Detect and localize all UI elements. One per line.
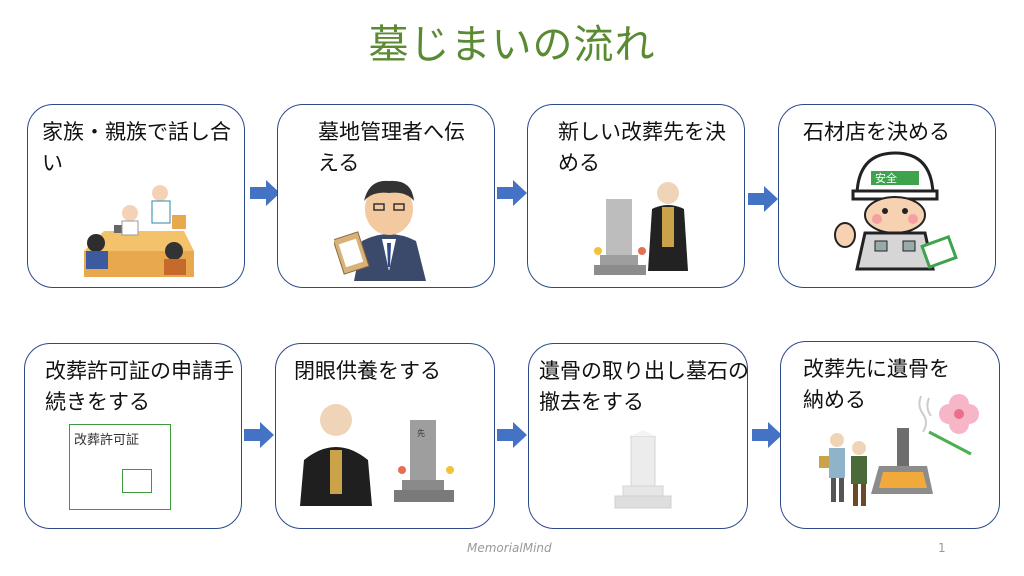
manager-illustration: [334, 180, 426, 281]
step-card-5: 改葬許可証の申請手続きをする 改葬許可証: [24, 343, 242, 529]
step-card-4: 石材店を決める 安全: [778, 104, 996, 288]
step-label: 新しい改葬先を決める: [558, 120, 726, 175]
step-label: 家族・親族で話し合い: [42, 120, 231, 175]
helmet-text: 安全: [875, 171, 897, 185]
step-card-3: 新しい改葬先を決める: [527, 104, 745, 288]
step-card-7: 遺骨の取り出し墓石の撤去をする: [528, 343, 748, 529]
permit-stamp-box: [122, 469, 152, 493]
step-card-6: 閉眼供養をする 先: [275, 343, 495, 529]
arrow-right-icon: [497, 180, 527, 206]
step-label: 遺骨の取り出し墓石の撤去をする: [539, 359, 748, 414]
footer-brand: MemorialMind: [467, 541, 552, 555]
step-label: 改葬許可証の申請手続きをする: [45, 359, 234, 414]
permit-document: 改葬許可証: [69, 424, 171, 510]
permit-document-label: 改葬許可証: [74, 433, 140, 448]
interment-illustration: [819, 394, 979, 506]
svg-text:先: 先: [417, 428, 425, 438]
page-title: 墓じまいの流れ: [368, 22, 656, 68]
removed-gravestone-illustration: [614, 430, 672, 509]
step-label: 石材店を決める: [803, 120, 950, 144]
grave-monk-illustration: [594, 182, 688, 275]
step-label: 墓地管理者へ伝える: [318, 120, 465, 175]
step-card-1: 家族・親族で話し合い: [27, 104, 245, 288]
memorial-service-illustration: 先: [300, 404, 454, 506]
arrow-right-icon: [752, 422, 782, 448]
step-label: 改葬先に遺骨を納める: [803, 357, 950, 412]
stonemason-illustration: 安全: [834, 151, 958, 271]
step-card-2: 墓地管理者へ伝える: [277, 104, 495, 288]
arrow-right-icon: [250, 180, 280, 206]
arrow-right-icon: [748, 186, 778, 212]
family-meeting-illustration: [84, 185, 194, 277]
arrow-right-icon: [497, 422, 527, 448]
page-number: 1: [938, 541, 946, 555]
step-card-8: 改葬先に遺骨を納める: [780, 341, 1000, 529]
arrow-right-icon: [244, 422, 274, 448]
step-label: 閉眼供養をする: [294, 359, 441, 383]
